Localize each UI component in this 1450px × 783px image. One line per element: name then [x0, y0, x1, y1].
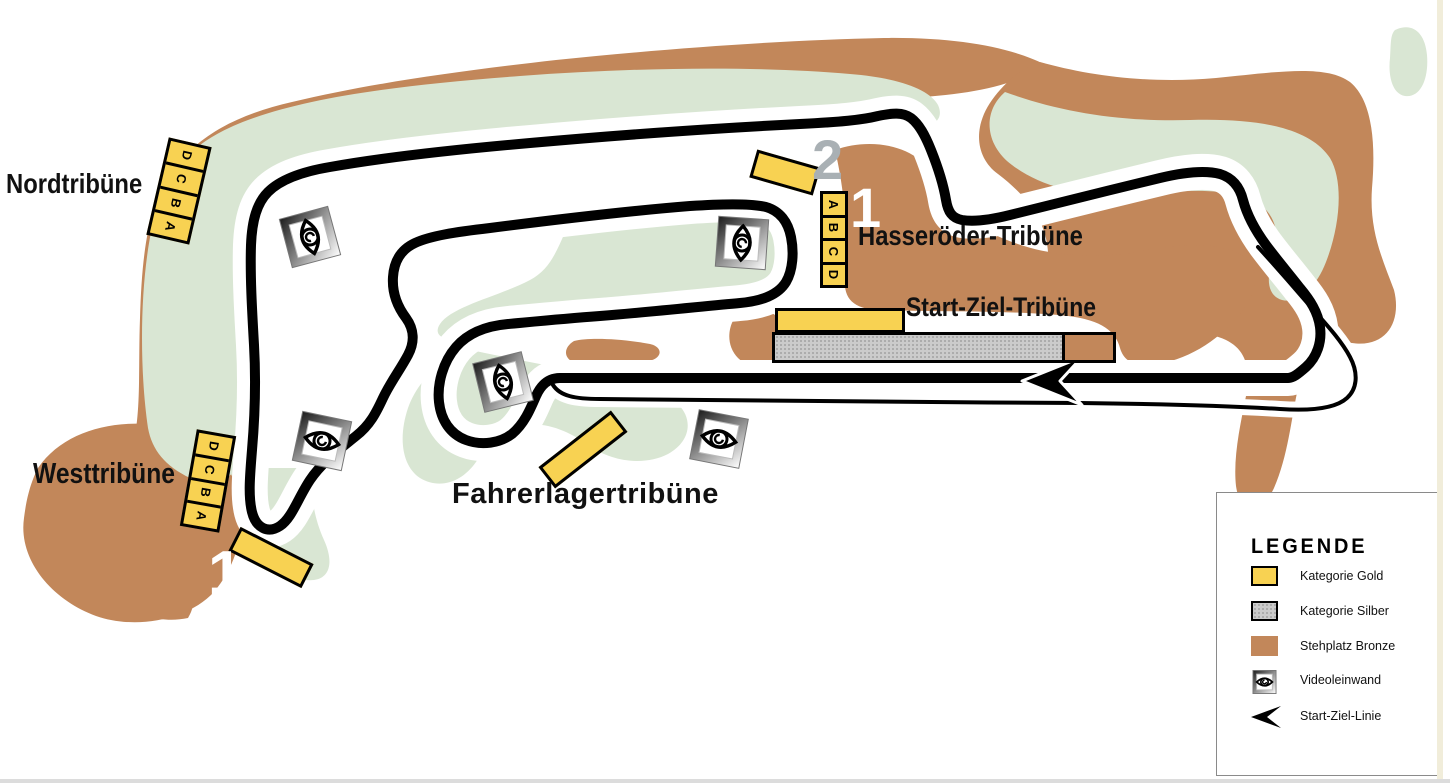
- pit-lane-line: [551, 245, 1358, 412]
- hasseroeder-label: Hasseröder-Tribüne: [858, 220, 1083, 251]
- legend-title: LEGENDE: [1251, 535, 1368, 558]
- start-ziel-arrow-icon: [1251, 706, 1281, 728]
- legend-item-startline: Start-Ziel-Linie: [1251, 705, 1381, 728]
- turn-number-2: 2: [812, 128, 844, 191]
- west-block-number: 1: [208, 539, 243, 608]
- startziel-label: Start-Ziel-Tribüne: [906, 292, 1096, 322]
- page-bottom-strip: [0, 779, 1450, 783]
- legend-item-gold: Kategorie Gold: [1251, 565, 1383, 587]
- bronze-swatch: [1251, 636, 1278, 656]
- legend-item-bronze: Stehplatz Bronze: [1251, 635, 1395, 657]
- startziel-silver-block[interactable]: [772, 332, 1065, 363]
- green-area-northeast: [989, 92, 1339, 301]
- page-edge-strip: [1437, 0, 1443, 783]
- video-wall-icon: [713, 214, 771, 272]
- track-outline: [244, 108, 1326, 535]
- legend-item-silver: Kategorie Silber: [1251, 600, 1389, 622]
- legend-box: LEGENDE Kategorie Gold Kategorie Silber …: [1216, 492, 1441, 776]
- hasseroeder-section-b[interactable]: B: [823, 214, 845, 239]
- hasseroeder-section-d[interactable]: D: [823, 261, 845, 286]
- hasseroeder-section-c[interactable]: C: [823, 238, 845, 262]
- video-wall-icon: [687, 407, 751, 471]
- gold-swatch: [1251, 566, 1278, 586]
- videowall-legend-icon: [1251, 670, 1278, 694]
- westtribuene-label: Westtribüne: [33, 458, 175, 490]
- nordtribuene-label: Nordtribüne: [6, 168, 143, 199]
- legend-item-video: Videoleinwand: [1251, 669, 1381, 694]
- start-ziel-line-arrow: [1020, 355, 1084, 407]
- video-wall-icon: [290, 409, 354, 473]
- video-wall-icon: [277, 204, 343, 270]
- fahrerlager-label: Fahrerlagertribüne: [452, 478, 719, 510]
- green-area-topright-sliver: [1389, 27, 1428, 97]
- startziel-gold-block[interactable]: [775, 308, 905, 333]
- startziel-bronze-block[interactable]: [1062, 332, 1116, 363]
- bronze-area-pit-small: [565, 338, 660, 366]
- hasseroeder-block-number: 1: [850, 176, 882, 239]
- westtribuene-section-a[interactable]: A: [183, 499, 221, 530]
- hasseroeder-stand[interactable]: A B C D: [820, 191, 848, 288]
- hasseroeder-section-a[interactable]: A: [826, 199, 842, 209]
- silver-swatch: [1251, 601, 1278, 621]
